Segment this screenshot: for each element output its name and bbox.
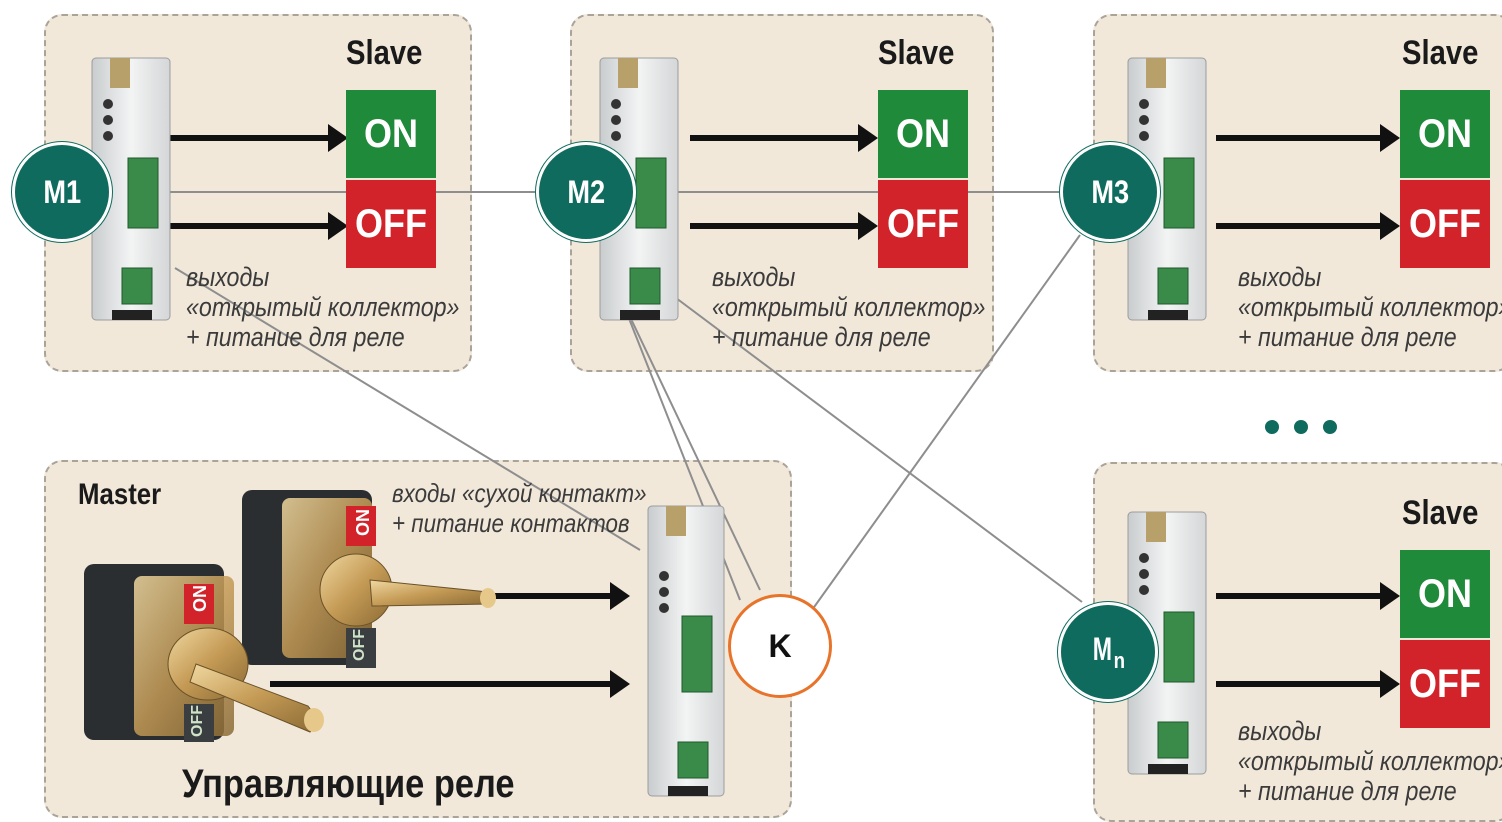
node-label: M2 — [567, 173, 605, 210]
note-line: выходы — [186, 262, 270, 292]
switch-back-on-label: ON — [353, 509, 373, 536]
signal-arrows — [162, 124, 1400, 698]
on-block-mn: ON — [1400, 550, 1490, 638]
switch-back-off-label: OFF — [351, 629, 368, 661]
din-module-mn — [1127, 511, 1207, 775]
toggle-switch-back — [242, 490, 496, 668]
note-line: + питание для реле — [1238, 322, 1457, 352]
note-line: выходы — [712, 262, 796, 292]
note-line: + питание для реле — [1238, 776, 1457, 806]
master-title: Управляющие реле — [182, 762, 515, 806]
node-m1: M1 — [12, 142, 112, 242]
outputs-note-mn: выходы «открытый коллектор» + питание дл… — [1238, 716, 1502, 806]
note-line: + питание для реле — [186, 322, 405, 352]
switch-front-on-label: ON — [190, 585, 210, 612]
node-m3: M3 — [1060, 142, 1160, 242]
note-line: + питание контактов — [392, 508, 630, 538]
switch-front-off-label: OFF — [189, 705, 206, 737]
on-block-m1: ON — [346, 90, 436, 178]
outputs-note-m3: выходы «открытый коллектор» + питание дл… — [1238, 262, 1502, 352]
on-block-m3: ON — [1400, 90, 1490, 178]
node-subscript: n — [1113, 647, 1126, 673]
node-m2: M2 — [536, 142, 636, 242]
outputs-note-m2: выходы «открытый коллектор» + питание дл… — [712, 262, 985, 352]
node-label: M3 — [1091, 173, 1129, 210]
node-label: M — [1092, 630, 1112, 667]
on-block-m2: ON — [878, 90, 968, 178]
on-label: ON — [1418, 111, 1472, 156]
note-line: «открытый коллектор» — [1238, 292, 1502, 322]
off-label: OFF — [1408, 201, 1481, 246]
on-label: ON — [1418, 571, 1472, 616]
din-module-master — [647, 505, 725, 797]
toggle-switch-front — [84, 564, 324, 742]
outputs-note-m1: выходы «открытый коллектор» + питание дл… — [186, 262, 459, 352]
node-label: M1 — [43, 173, 81, 210]
node-mn: Mn — [1058, 602, 1158, 702]
off-block-m3: OFF — [1400, 180, 1490, 268]
note-line: + питание для реле — [712, 322, 931, 352]
din-module-m3 — [1127, 57, 1207, 321]
inputs-note: входы «сухой контакт» + питание контакто… — [392, 478, 647, 538]
slave-label-mn: Slave — [1402, 494, 1479, 532]
slave-label-m3: Slave — [1402, 34, 1479, 72]
off-label: OFF — [886, 201, 959, 246]
off-block-mn: OFF — [1400, 640, 1490, 728]
off-block-m2: OFF — [878, 180, 968, 268]
note-line: «открытый коллектор» — [1238, 746, 1502, 776]
slave-label-m1: Slave — [346, 34, 423, 72]
din-module-m2 — [599, 57, 679, 321]
off-label: OFF — [1408, 661, 1481, 706]
note-line: выходы — [1238, 262, 1322, 292]
on-label: ON — [364, 111, 418, 156]
note-line: «открытый коллектор» — [712, 292, 986, 322]
off-label: OFF — [354, 201, 427, 246]
master-label: Master — [78, 478, 162, 511]
note-line: выходы — [1238, 716, 1322, 746]
on-label: ON — [896, 111, 950, 156]
slave-label-m2: Slave — [878, 34, 955, 72]
hub-label: K — [768, 627, 792, 664]
note-line: входы «сухой контакт» — [392, 478, 647, 508]
ellipsis-dots — [1265, 420, 1337, 434]
off-block-m1: OFF — [346, 180, 436, 268]
note-line: «открытый коллектор» — [186, 292, 460, 322]
din-module-m1 — [91, 57, 171, 321]
hub-node: K — [728, 594, 832, 698]
